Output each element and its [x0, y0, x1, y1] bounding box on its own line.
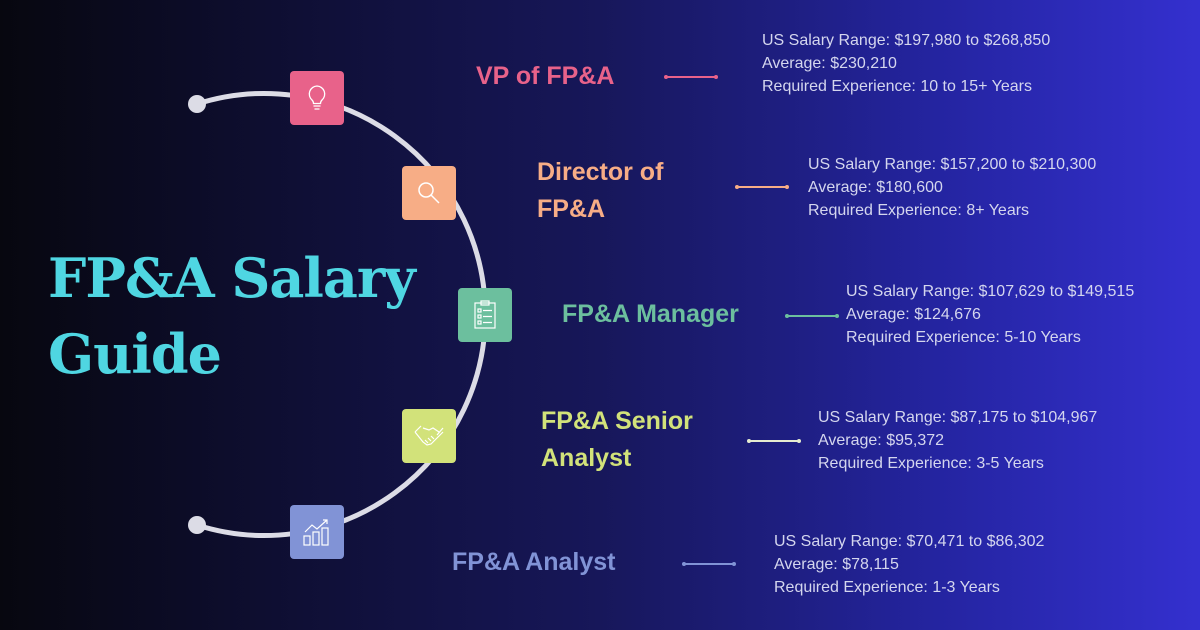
role-info-director: US Salary Range: $157,200 to $210,300 Av… — [808, 153, 1096, 222]
magnifier-icon — [402, 166, 456, 220]
role-name: FP&A Manager — [562, 300, 739, 328]
connector-line — [735, 185, 789, 189]
salary-range: US Salary Range: $157,200 to $210,300 — [808, 156, 1097, 173]
role-name-line-2: Analyst — [541, 444, 632, 472]
role-title-manager: FP&A Manager — [562, 296, 739, 333]
role-name-line-1: FP&A Senior — [541, 407, 693, 435]
role-name-line-1: Director of — [537, 158, 664, 186]
role-title-director: Director of FP&A — [537, 154, 663, 228]
connector-line — [664, 75, 718, 79]
required-experience: Required Experience: 10 to 15+ Years — [762, 78, 1032, 95]
salary-average: Average: $78,115 — [774, 556, 899, 573]
role-name-line-2: FP&A — [537, 195, 606, 223]
salary-average: Average: $180,600 — [808, 179, 943, 196]
role-name: FP&A Analyst — [452, 548, 616, 576]
role-info-analyst: US Salary Range: $70,471 to $86,302 Aver… — [774, 530, 1044, 599]
checklist-icon — [458, 288, 512, 342]
required-experience: Required Experience: 1-3 Years — [774, 579, 1000, 596]
required-experience: Required Experience: 5-10 Years — [846, 329, 1081, 346]
connector-line — [682, 562, 736, 566]
role-title-vp: VP of FP&A — [476, 58, 614, 95]
page-title: FP&A Salary Guide — [48, 240, 416, 392]
connector-line — [747, 439, 801, 443]
salary-average: Average: $230,210 — [762, 55, 897, 72]
role-info-senior-analyst: US Salary Range: $87,175 to $104,967 Ave… — [818, 406, 1097, 475]
salary-average: Average: $95,372 — [818, 432, 945, 449]
lightbulb-icon — [290, 71, 344, 125]
salary-range: US Salary Range: $87,175 to $104,967 — [818, 409, 1098, 426]
salary-range: US Salary Range: $70,471 to $86,302 — [774, 533, 1045, 550]
role-title-senior-analyst: FP&A Senior Analyst — [541, 403, 693, 477]
role-title-analyst: FP&A Analyst — [452, 544, 615, 581]
salary-average: Average: $124,676 — [846, 306, 981, 323]
title-line-2: Guide — [48, 322, 222, 386]
arc-start-dot — [188, 95, 206, 113]
connector-line — [785, 314, 839, 318]
required-experience: Required Experience: 8+ Years — [808, 202, 1030, 219]
role-name: VP of FP&A — [476, 62, 615, 90]
role-info-vp: US Salary Range: $197,980 to $268,850 Av… — [762, 29, 1050, 98]
arc-end-dot — [188, 516, 206, 534]
bar-chart-icon — [290, 505, 344, 559]
salary-range: US Salary Range: $107,629 to $149,515 — [846, 283, 1135, 300]
handshake-icon — [402, 409, 456, 463]
required-experience: Required Experience: 3-5 Years — [818, 455, 1044, 472]
title-line-1: FP&A Salary — [48, 246, 416, 310]
salary-range: US Salary Range: $197,980 to $268,850 — [762, 32, 1051, 49]
arc-line — [196, 91, 488, 538]
role-info-manager: US Salary Range: $107,629 to $149,515 Av… — [846, 280, 1134, 349]
